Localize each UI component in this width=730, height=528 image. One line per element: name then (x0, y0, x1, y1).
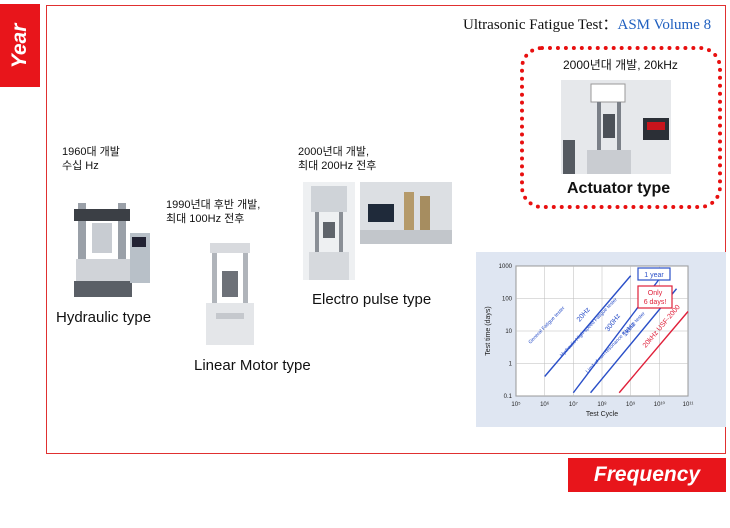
x-tick-label: 10⁵ (511, 401, 521, 408)
electro-pulse-machine-image (303, 182, 355, 280)
actuator-machine-image (561, 80, 671, 174)
hydraulic-note: 1960대 개발 수십 Hz (62, 145, 120, 173)
title-source: ASM Volume 8 (617, 17, 712, 33)
x-tick-label: 10⁸ (597, 401, 607, 408)
y-tick-label: 100 (502, 297, 513, 303)
y-tick-label: 1000 (499, 264, 513, 270)
electro-pulse-label: Electro pulse type (312, 291, 432, 308)
electro-pulse-note: 2000년대 개발, 최대 200Hz 전후 (298, 145, 376, 173)
one-year-label: 1 year (644, 272, 664, 279)
series-line (544, 275, 632, 377)
x-tick-label: 10⁷ (569, 401, 578, 408)
hydraulic-machine-image (74, 203, 150, 297)
slide-title: Ultrasonic Fatigue Test：ASM Volume 8 (463, 13, 711, 34)
timeline-frame (46, 5, 726, 454)
only-six-days-box (637, 285, 673, 309)
six-days-label: 6 days! (644, 299, 667, 306)
y-tick-label: 10 (505, 329, 512, 335)
linear-motor-note: 1990년대 후반 개발, 최대 100Hz 전후 (166, 198, 260, 226)
frequency-axis-tab: Frequency (568, 458, 726, 492)
hydraulic-note-line1: 1960대 개발 (62, 146, 120, 158)
hydraulic-label: Hydraulic type (56, 309, 152, 326)
year-axis-label: Year (8, 23, 31, 68)
electro-pulse-note-line2: 최대 200Hz 전후 (298, 160, 377, 172)
x-tick-label: 10¹¹ (683, 402, 694, 408)
x-tick-label: 10⁶ (540, 401, 550, 408)
x-tick-label: 10¹⁰ (654, 401, 666, 408)
actuator-label: Actuator type (567, 180, 671, 197)
hydraulic-note-line2: 수십 Hz (62, 160, 99, 172)
only-label: Only (648, 290, 663, 297)
x-tick-label: 10⁹ (626, 401, 636, 408)
linear-motor-machine-image (206, 243, 254, 345)
series-line (618, 311, 689, 394)
actuator-highlight-box (520, 46, 722, 209)
x-axis-label: Test Cycle (586, 411, 618, 418)
y-axis-label: Test time (days) (485, 306, 492, 355)
frequency-axis-label: Frequency (593, 463, 701, 486)
electro-pulse-note-line1: 2000년대 개발, (298, 146, 370, 158)
linear-motor-label: Linear Motor type (194, 357, 311, 374)
y-tick-label: 1 (509, 362, 513, 368)
linear-motor-note-line2: 최대 100Hz 전후 (166, 213, 245, 225)
one-year-box (637, 267, 671, 281)
linear-motor-note-line1: 1990년대 후반 개발, (166, 199, 261, 211)
title-text: Ultrasonic Fatigue Test： (463, 17, 618, 33)
year-axis-tab: Year (0, 4, 40, 87)
electro-pulse-setup-image (360, 182, 452, 244)
y-tick-label: 0.1 (504, 394, 513, 400)
actuator-note: 2000년대 개발, 20kHz (563, 58, 678, 72)
